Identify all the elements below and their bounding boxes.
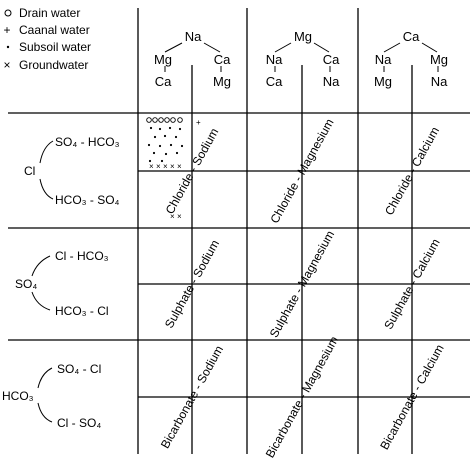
anion-header-row-2: SO₄ Cl - HCO₃ HCO₃ - Cl — [15, 249, 109, 318]
bracket-line — [203, 42, 221, 53]
bracket-line — [39, 178, 54, 200]
groundwater-point: × — [170, 212, 175, 221]
bracket-line — [37, 367, 53, 389]
bracket-line — [31, 255, 51, 277]
groundwater-point: × — [177, 212, 182, 221]
subsoil-water-point — [180, 144, 184, 148]
cation-bottom-right: Mg — [213, 74, 231, 89]
cation-bottom-right: Na — [323, 74, 340, 89]
anion-center: HCO₃ — [2, 389, 34, 403]
subsoil-water-point — [178, 127, 182, 131]
bracket-line — [164, 42, 183, 53]
anion-upper: SO₄ - HCO₃ — [55, 135, 120, 149]
anion-upper: SO₄ - Cl — [57, 362, 101, 376]
cation-mid-left: Na — [266, 52, 283, 67]
subsoil-water-point — [174, 135, 178, 139]
subsoil-water-point — [160, 159, 164, 163]
cation-bottom-left: Mg — [374, 74, 392, 89]
groundwater-point: × — [149, 162, 154, 171]
groundwater-marker-icon: × — [4, 58, 11, 72]
cation-top: Mg — [294, 29, 312, 44]
legend: Drain water + Caanal water Subsoil water… — [4, 6, 92, 72]
subsoil-water-point — [148, 159, 152, 163]
cation-top: Na — [185, 29, 202, 44]
subsoil-water-point — [168, 126, 172, 130]
anion-lower: HCO₃ - SO₄ — [55, 193, 120, 207]
anion-header-row-3: HCO₃ SO₄ - Cl Cl - SO₄ — [2, 362, 101, 430]
anion-header-row-1: Cl SO₄ - HCO₃ HCO₃ - SO₄ — [24, 135, 120, 207]
sample-points: + × × × × × × × — [146, 117, 201, 221]
drain-water-point — [158, 117, 164, 123]
cation-header-col-2: Mg Na Ca Ca Na — [266, 29, 340, 89]
canal-water-marker-icon: + — [4, 23, 11, 37]
cation-bottom-right: Na — [431, 74, 448, 89]
subsoil-water-marker-icon — [6, 45, 10, 49]
drain-water-point — [164, 117, 170, 123]
bracket-line — [37, 402, 53, 423]
anion-upper: Cl - HCO₃ — [55, 249, 109, 263]
anion-center: SO₄ — [15, 277, 37, 291]
drain-water-point — [146, 117, 152, 123]
subsoil-water-point — [175, 151, 179, 155]
cell-labels: Chloride - Sodium Chloride - Magnesium C… — [158, 116, 447, 460]
groundwater-point: × — [177, 162, 182, 171]
bracket-line — [383, 42, 401, 53]
legend-label-subsoil-water: Subsoil water — [19, 40, 91, 54]
anion-center: Cl — [24, 164, 35, 178]
bracket-line — [39, 140, 54, 164]
legend-label-canal-water: Caanal water — [19, 23, 90, 37]
anion-lower: HCO₃ - Cl — [55, 304, 109, 318]
cation-header-col-3: Ca Na Mg Mg Na — [374, 29, 448, 89]
drain-water-point — [170, 117, 176, 123]
subsoil-water-point — [153, 135, 157, 139]
cation-mid-left: Mg — [154, 52, 172, 67]
groundwater-points: × × × × × × × — [149, 162, 182, 221]
anion-lower: Cl - SO₄ — [57, 416, 101, 430]
subsoil-water-point — [158, 144, 162, 148]
subsoil-water-point — [149, 126, 153, 130]
subsoil-water-point — [163, 134, 167, 138]
grid — [8, 8, 470, 454]
drain-water-point — [152, 117, 158, 123]
bracket-line — [421, 42, 438, 53]
cation-header-col-1: Na Mg Ca Ca Mg — [154, 29, 231, 89]
cation-mid-right: Mg — [430, 52, 448, 67]
bracket-line — [31, 291, 51, 311]
cation-bottom-left: Ca — [155, 74, 172, 89]
cation-top: Ca — [403, 29, 420, 44]
groundwater-point: × — [170, 162, 175, 171]
cation-mid-left: Na — [375, 52, 392, 67]
subsoil-water-point — [152, 151, 156, 155]
subsoil-water-point — [158, 127, 162, 131]
bracket-line — [274, 42, 292, 53]
groundwater-point: × — [156, 162, 161, 171]
subsoil-water-point — [169, 143, 173, 147]
subsoil-water-point — [147, 143, 151, 147]
drain-water-points — [146, 117, 183, 123]
groundwater-point: × — [163, 162, 168, 171]
cation-mid-right: Ca — [323, 52, 340, 67]
legend-label-drain-water: Drain water — [19, 6, 80, 20]
subsoil-water-point — [164, 152, 168, 156]
subsoil-water-points — [147, 126, 184, 163]
bracket-line — [313, 42, 330, 53]
drain-water-point — [177, 117, 183, 123]
cation-mid-right: Ca — [214, 52, 231, 67]
cation-bottom-left: Ca — [266, 74, 283, 89]
legend-label-groundwater: Groundwater — [19, 58, 88, 72]
drain-water-marker-icon — [4, 9, 12, 17]
canal-water-point: + — [196, 118, 201, 127]
